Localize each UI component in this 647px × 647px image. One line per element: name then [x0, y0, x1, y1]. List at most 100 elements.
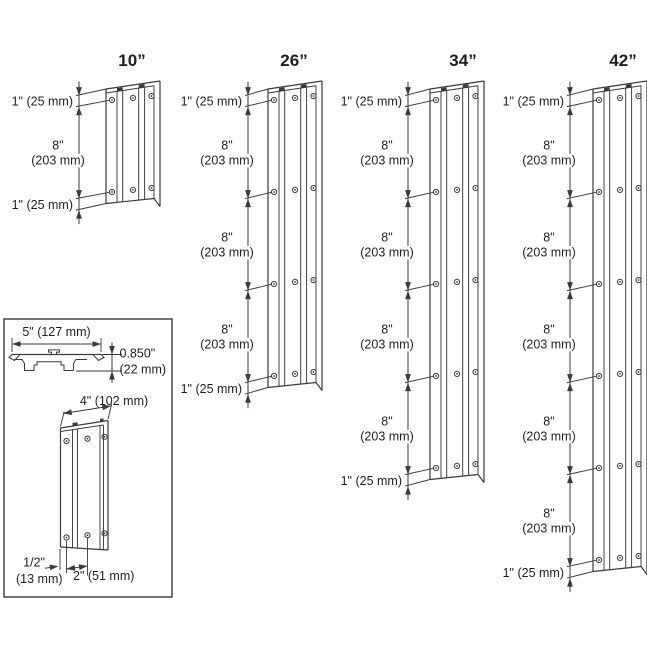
- hole-spacing-label: 2" (51 mm): [73, 569, 134, 583]
- mounting-hole-center: [103, 435, 106, 438]
- extension-line: [566, 467, 597, 476]
- dimension-arrow: [245, 290, 251, 300]
- mounting-hole-center: [294, 189, 296, 191]
- mounting-hole: [291, 94, 299, 102]
- mounting-hole: [310, 276, 317, 284]
- extension-line: [75, 88, 107, 97]
- spacing-label-mm: (203 mm): [522, 337, 575, 351]
- mounting-hole-center: [456, 97, 458, 99]
- mounting-hole-center: [619, 557, 621, 559]
- dimension-arrow: [49, 564, 59, 571]
- label-mask: [198, 337, 256, 352]
- label-mask: [218, 138, 236, 153]
- spacing-label-mm: (203 mm): [360, 429, 413, 443]
- profile-top-tab: [48, 349, 60, 355]
- extension-line: [75, 99, 110, 108]
- dimension-arrow: [405, 106, 411, 116]
- mounting-hole-center: [294, 97, 296, 99]
- detail-box: 5" (127 mm)0.850"(22 mm)4" (102 mm)1/2"(…: [3, 318, 173, 598]
- mounting-hole: [101, 433, 108, 440]
- mounting-hole: [84, 435, 91, 442]
- extension-line: [404, 479, 431, 487]
- rail-cap-line: [267, 85, 317, 94]
- mounting-hole-center: [435, 375, 437, 377]
- mounting-hole: [616, 278, 624, 285]
- mounting-hole-center: [111, 99, 113, 101]
- mounting-hole: [84, 532, 91, 539]
- extension-line: [75, 191, 110, 200]
- dimension-arrow: [567, 87, 573, 96]
- mounting-hole-center: [474, 279, 477, 281]
- dimension-arrow: [405, 87, 411, 96]
- plate-bottom-edge: [60, 546, 109, 551]
- extension-line: [244, 88, 269, 97]
- mounting-hole: [310, 92, 317, 100]
- spacing-label-mm: (203 mm): [360, 337, 413, 351]
- mounting-hole-center: [619, 189, 621, 191]
- rail-diagram-10in: 1" (25 mm)8"(203 mm)1" (25 mm): [7, 80, 161, 225]
- mounting-hole: [453, 278, 461, 285]
- extension-line: [404, 283, 434, 292]
- top-margin-label: 1" (25 mm): [12, 95, 73, 109]
- mounting-hole: [291, 186, 299, 193]
- rail-title-42: 42”: [609, 51, 637, 70]
- dimension-arrow: [405, 466, 411, 475]
- dimension-arrow: [12, 341, 21, 347]
- mounting-hole: [472, 460, 479, 468]
- mounting-hole-center: [619, 373, 621, 375]
- dimension-arrow: [92, 341, 101, 347]
- dimension-arrow: [78, 564, 88, 571]
- rail-cap-groove: [441, 87, 447, 92]
- dimension-arrow: [245, 198, 251, 208]
- rail-top-edge: [267, 80, 323, 90]
- mounting-hole-center: [273, 375, 275, 377]
- mounting-hole-center: [456, 373, 458, 375]
- mounting-hole: [453, 94, 461, 102]
- dimension-arrow: [567, 578, 573, 587]
- label-mask: [198, 153, 256, 168]
- label-mask: [540, 230, 558, 245]
- mounting-hole: [595, 372, 603, 380]
- mounting-hole-center: [111, 191, 113, 193]
- rail-bottom-edge: [429, 473, 479, 481]
- extension-line: [244, 283, 272, 292]
- dimension-arrow: [76, 210, 82, 219]
- mounting-hole-center: [150, 187, 153, 189]
- top-margin-label: 1" (25 mm): [181, 95, 242, 109]
- mounting-hole: [108, 96, 116, 104]
- mounting-hole: [635, 460, 642, 468]
- mounting-hole-center: [65, 536, 68, 539]
- mounting-hole: [453, 186, 461, 193]
- label-mask: [336, 95, 402, 109]
- rail-bottom-edge: [267, 381, 317, 389]
- mounting-hole: [432, 96, 440, 104]
- dimension-arrow: [66, 564, 76, 571]
- label-mask: [540, 506, 558, 521]
- dimension-arrow: [245, 282, 251, 291]
- label-mask: [378, 138, 396, 153]
- dimension-arrow: [245, 374, 251, 383]
- spacing-label-mm: (203 mm): [31, 153, 84, 167]
- plate-cap-line: [60, 424, 104, 432]
- rail-top-edge: [105, 80, 161, 90]
- spacing-label-inches: 8": [221, 138, 232, 152]
- rail-diagram-42in: 1" (25 mm)8"(203 mm)8"(203 mm)8"(203 mm)…: [498, 80, 647, 593]
- extension-line: [566, 191, 597, 200]
- label-mask: [378, 414, 396, 429]
- mounting-hole: [63, 437, 70, 445]
- mounting-hole-center: [103, 532, 106, 535]
- dimension-arrow: [567, 106, 573, 116]
- label-mask: [7, 198, 73, 212]
- mounting-hole-center: [619, 465, 621, 467]
- rail-bottom-side-edge: [153, 198, 161, 207]
- mounting-hole: [148, 184, 155, 192]
- rail-cap-line: [105, 85, 155, 94]
- dimension-arrow: [245, 394, 251, 403]
- label-mask: [540, 138, 558, 153]
- label-mask: [520, 245, 578, 260]
- mounting-hole: [270, 280, 278, 288]
- mounting-hole-center: [435, 467, 437, 469]
- dimension-arrow: [567, 474, 573, 484]
- mounting-hole-center: [598, 283, 600, 285]
